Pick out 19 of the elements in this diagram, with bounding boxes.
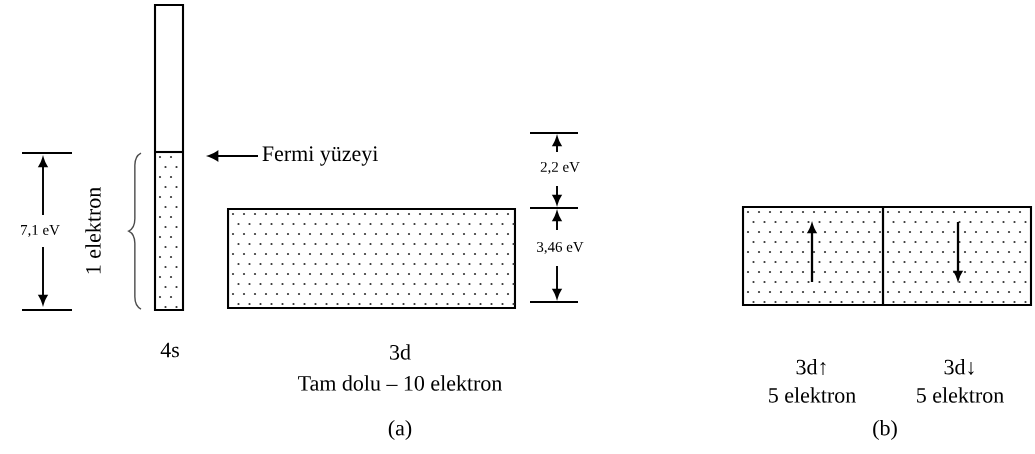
band-box [153, 4, 185, 312]
panel-label: (a) [386, 418, 414, 442]
band-box [227, 207, 517, 310]
band-label: 5 elektron [917, 387, 1004, 403]
level-label: Fermi yüzeyi [262, 146, 378, 166]
band-label: 3d [390, 344, 411, 360]
dimension-label: 7,1 eV [18, 223, 62, 239]
band-label: 3d↑ [796, 359, 826, 375]
band-label: 3d↓ [944, 359, 974, 375]
band-box [741, 205, 885, 307]
band-label: 5 elektron [769, 387, 856, 403]
band-label: 4s [160, 342, 179, 358]
band-label: Tam dolu – 10 elektron [298, 375, 502, 391]
side-label: 1 elektron [83, 185, 103, 277]
band-box [881, 205, 1033, 307]
dimension-label: 2,2 eV [538, 160, 582, 176]
panel-label: (b) [870, 418, 900, 442]
arrow [208, 150, 258, 162]
dimension-label: 3,46 eV [534, 240, 586, 256]
